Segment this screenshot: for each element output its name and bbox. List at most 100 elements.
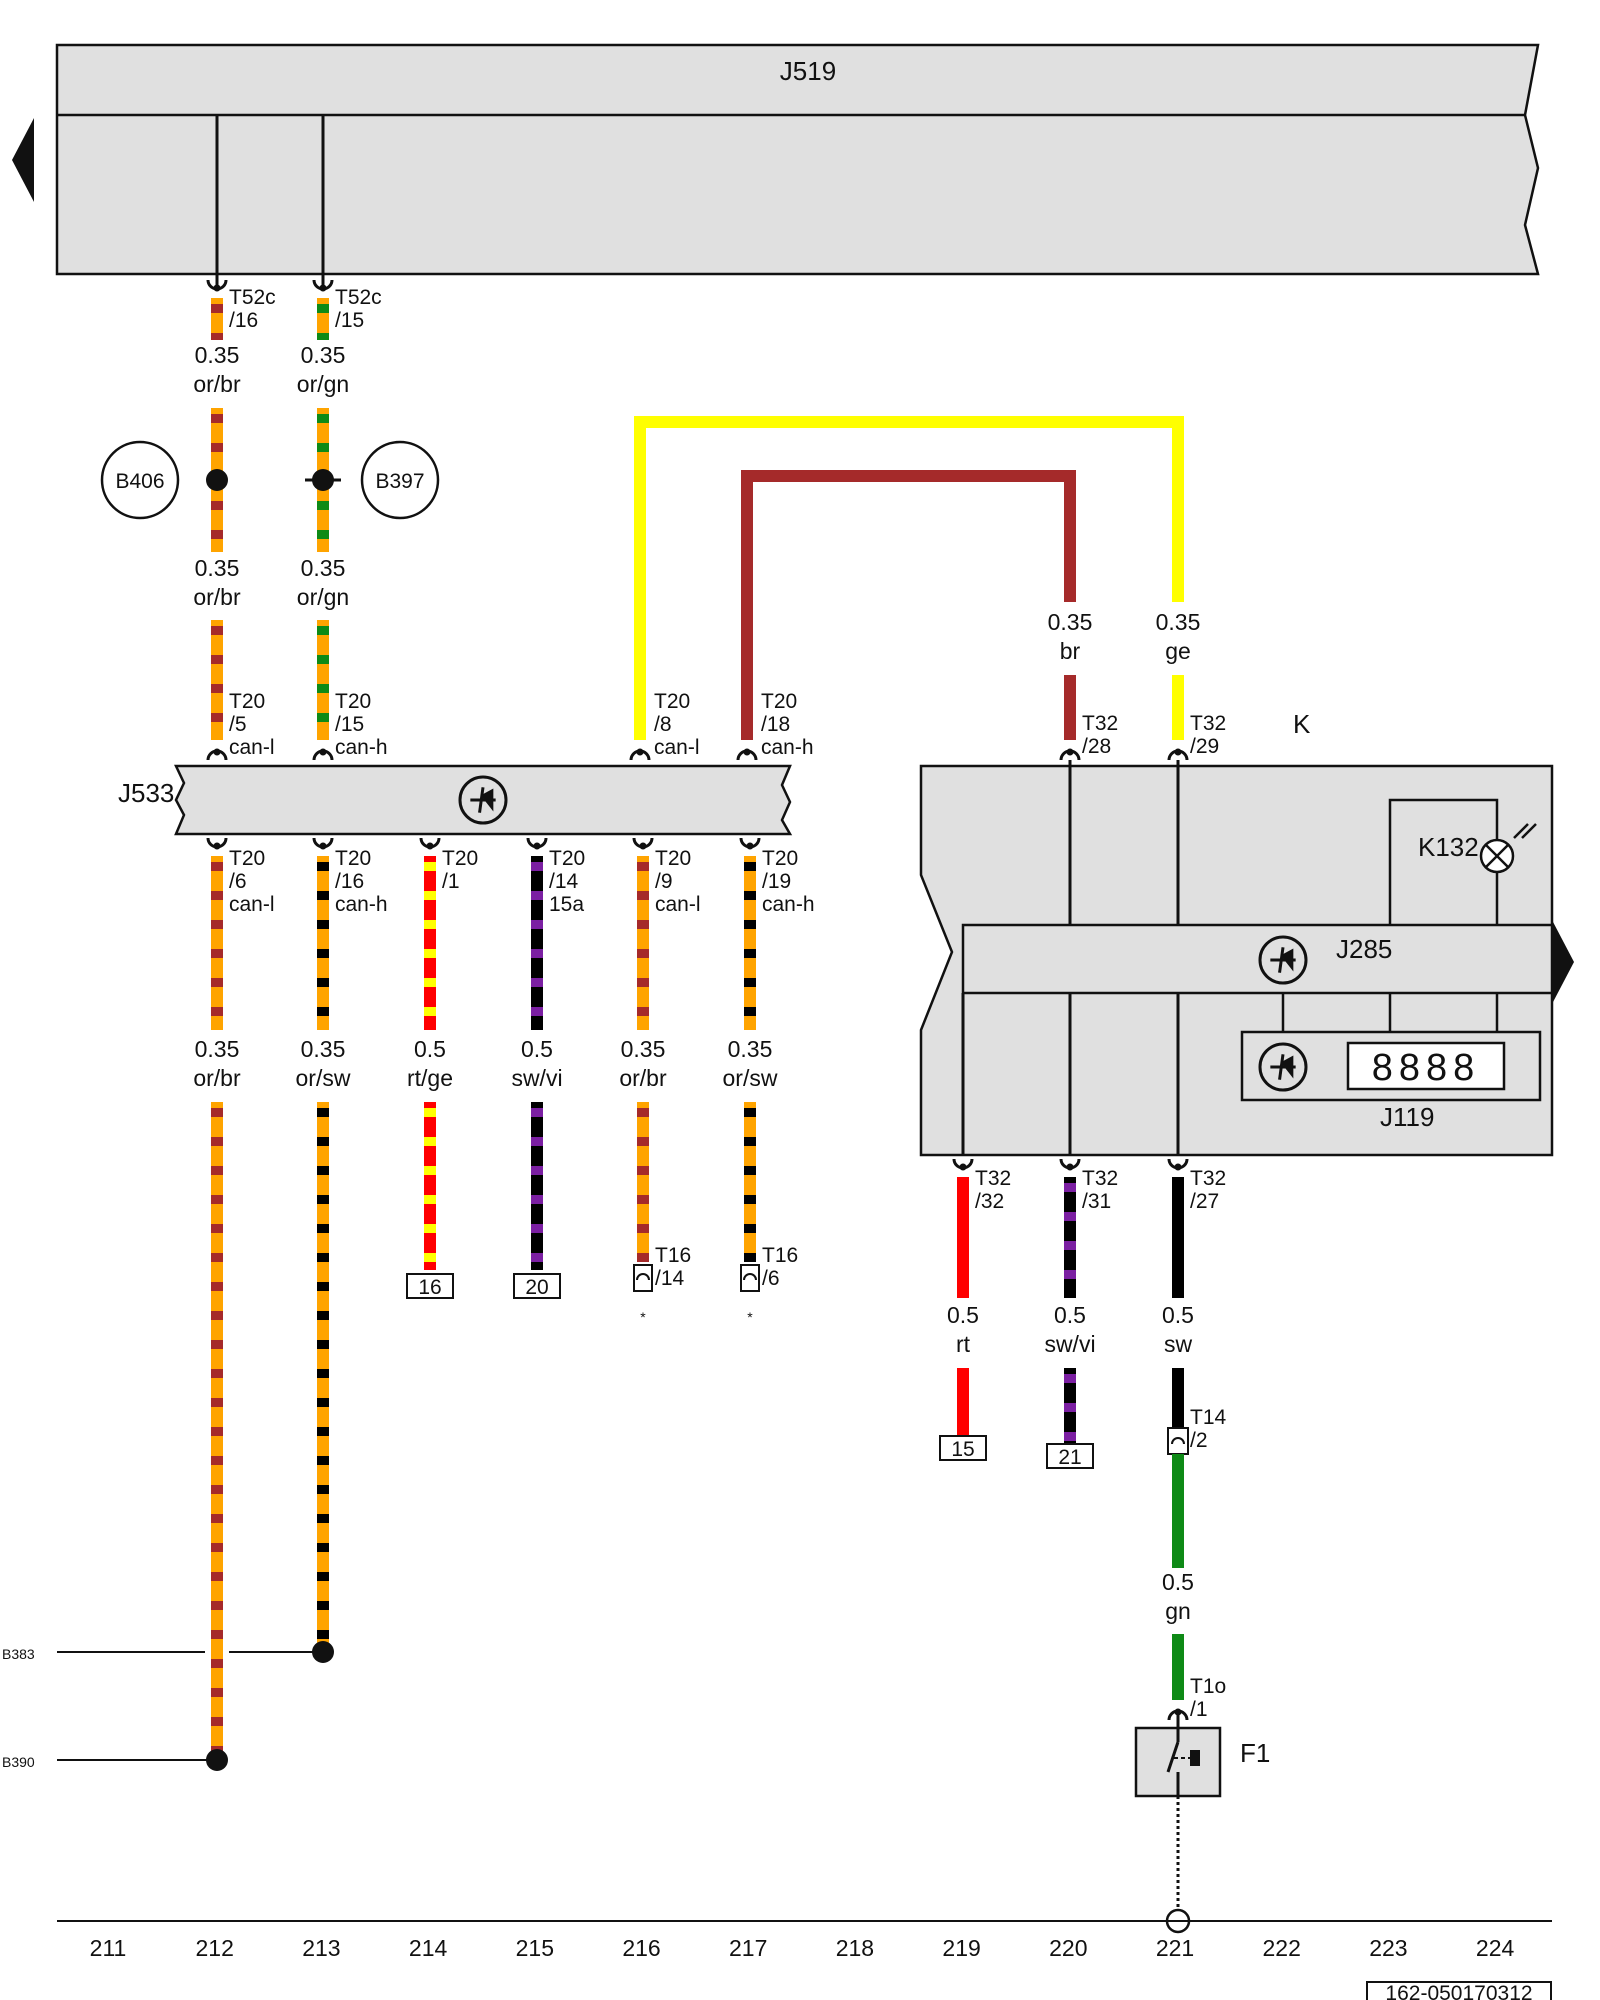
connector-icon bbox=[739, 837, 761, 850]
connector-icon bbox=[312, 748, 334, 761]
wire-color: or/br bbox=[193, 371, 241, 397]
wire-size: 0.5 bbox=[521, 1036, 553, 1062]
pin-text: /31 bbox=[1082, 1190, 1111, 1213]
page-right-arrow-icon bbox=[1552, 920, 1574, 1004]
wire-size: 0.35 bbox=[195, 1036, 240, 1062]
column-number: 219 bbox=[942, 1935, 980, 1961]
terminal-ref-16: 16 bbox=[406, 1273, 454, 1299]
b383-label: B383 bbox=[2, 1646, 35, 1662]
diagram-id-box bbox=[1366, 1981, 1552, 2000]
connector-icon bbox=[629, 748, 651, 761]
wire-size: 0.35 bbox=[301, 1036, 346, 1062]
diag-connector-icon bbox=[740, 1264, 760, 1292]
column-number: 212 bbox=[196, 1935, 234, 1961]
connector-icon bbox=[1059, 748, 1081, 761]
wire-size: 0.35 bbox=[1048, 609, 1093, 635]
pin-label-p16: T16/6 bbox=[762, 1244, 798, 1290]
pin-text: /5 bbox=[229, 713, 247, 736]
pin-label-p15: T16/14 bbox=[655, 1244, 691, 1290]
wire-size: 0.35 bbox=[728, 1036, 773, 1062]
connector-icon bbox=[952, 1158, 974, 1171]
terminal-ref-15: 15 bbox=[939, 1435, 987, 1461]
pin-text: /6 bbox=[229, 870, 247, 893]
pin-label-p17: T32/32 bbox=[975, 1167, 1011, 1213]
pin-text: can-l bbox=[229, 736, 275, 759]
wire-label-w16: 0.5gn bbox=[1162, 1569, 1194, 1624]
label-bg bbox=[1030, 602, 1110, 670]
wire-size: 0.5 bbox=[1162, 1302, 1194, 1328]
pin-text: can-h bbox=[762, 893, 815, 916]
column-number: 221 bbox=[1156, 1935, 1194, 1961]
connector-icon bbox=[312, 837, 334, 850]
pin-label-p11: T20/1 bbox=[442, 847, 478, 893]
label-bg bbox=[1138, 602, 1218, 670]
wire-color: gn bbox=[1165, 1598, 1191, 1624]
wire-color: br bbox=[1060, 638, 1081, 664]
pin-text: can-l bbox=[655, 893, 701, 916]
connector-icon bbox=[206, 279, 228, 292]
pin-text: /28 bbox=[1082, 735, 1111, 758]
pin-text: T20 bbox=[442, 847, 478, 870]
wire-size: 0.35 bbox=[195, 342, 240, 368]
column-number: 218 bbox=[836, 1935, 874, 1961]
pin-text: /19 bbox=[762, 870, 791, 893]
pin-text: T20 bbox=[229, 690, 265, 713]
terminal-ref-text: 20 bbox=[525, 1276, 548, 1299]
wire-color: or/br bbox=[619, 1065, 667, 1091]
pin-text: /1 bbox=[1190, 1698, 1208, 1721]
wire-brown-loop bbox=[741, 470, 1076, 740]
wire-color: sw/vi bbox=[1044, 1331, 1095, 1357]
splice-b397-badge bbox=[360, 440, 440, 520]
splice-b406-badge bbox=[100, 440, 180, 520]
connector-icon bbox=[1167, 1158, 1189, 1171]
wire-label-w13: 0.5rt bbox=[947, 1302, 979, 1357]
wire-size: 0.5 bbox=[947, 1302, 979, 1328]
asterisk-note: * bbox=[640, 1309, 646, 1325]
connector-icon bbox=[206, 837, 228, 850]
wire-size: 0.35 bbox=[301, 555, 346, 581]
control-unit-icon bbox=[1258, 1042, 1308, 1092]
pin-text: /14 bbox=[655, 1267, 685, 1290]
pin-text: 15a bbox=[549, 893, 584, 916]
terminal-ref-text: 21 bbox=[1058, 1446, 1081, 1469]
warning-lamp-icon bbox=[1479, 823, 1537, 874]
wire-color: sw bbox=[1164, 1331, 1193, 1357]
inline-connector-icon bbox=[1167, 1427, 1189, 1455]
connector-icon bbox=[736, 748, 758, 761]
pin-text: /15 bbox=[335, 309, 364, 332]
wire-color: or/gn bbox=[297, 584, 349, 610]
wire-color: or/gn bbox=[297, 371, 349, 397]
b406-label: B406 bbox=[115, 470, 164, 493]
pin-text: T14 bbox=[1190, 1406, 1227, 1429]
pin-label-p21: T1o/1 bbox=[1190, 1675, 1226, 1721]
connector-icon bbox=[1167, 1708, 1189, 1721]
page-left-arrow-icon bbox=[12, 118, 34, 202]
pin-text: T20 bbox=[335, 847, 371, 870]
pin-text: T1o bbox=[1190, 1675, 1226, 1698]
j285-unit bbox=[961, 923, 1554, 995]
connector-icon bbox=[419, 837, 441, 850]
pin-text: T20 bbox=[654, 690, 690, 713]
pin-text: T20 bbox=[335, 690, 371, 713]
wire-label-w1: 0.35 or/br bbox=[193, 342, 241, 397]
wire-color: or/sw bbox=[296, 1065, 351, 1091]
pin-text: T32 bbox=[1082, 1167, 1118, 1190]
wire-size: 0.5 bbox=[1054, 1302, 1086, 1328]
j519-label: J519 bbox=[780, 56, 836, 86]
column-number: 215 bbox=[516, 1935, 554, 1961]
connector-icon bbox=[312, 279, 334, 292]
pin-text: can-l bbox=[229, 893, 275, 916]
wire-size: 0.5 bbox=[414, 1036, 446, 1062]
pin-text: /15 bbox=[335, 713, 364, 736]
pin-text: can-h bbox=[335, 893, 388, 916]
switch-icon bbox=[1166, 1715, 1200, 1796]
